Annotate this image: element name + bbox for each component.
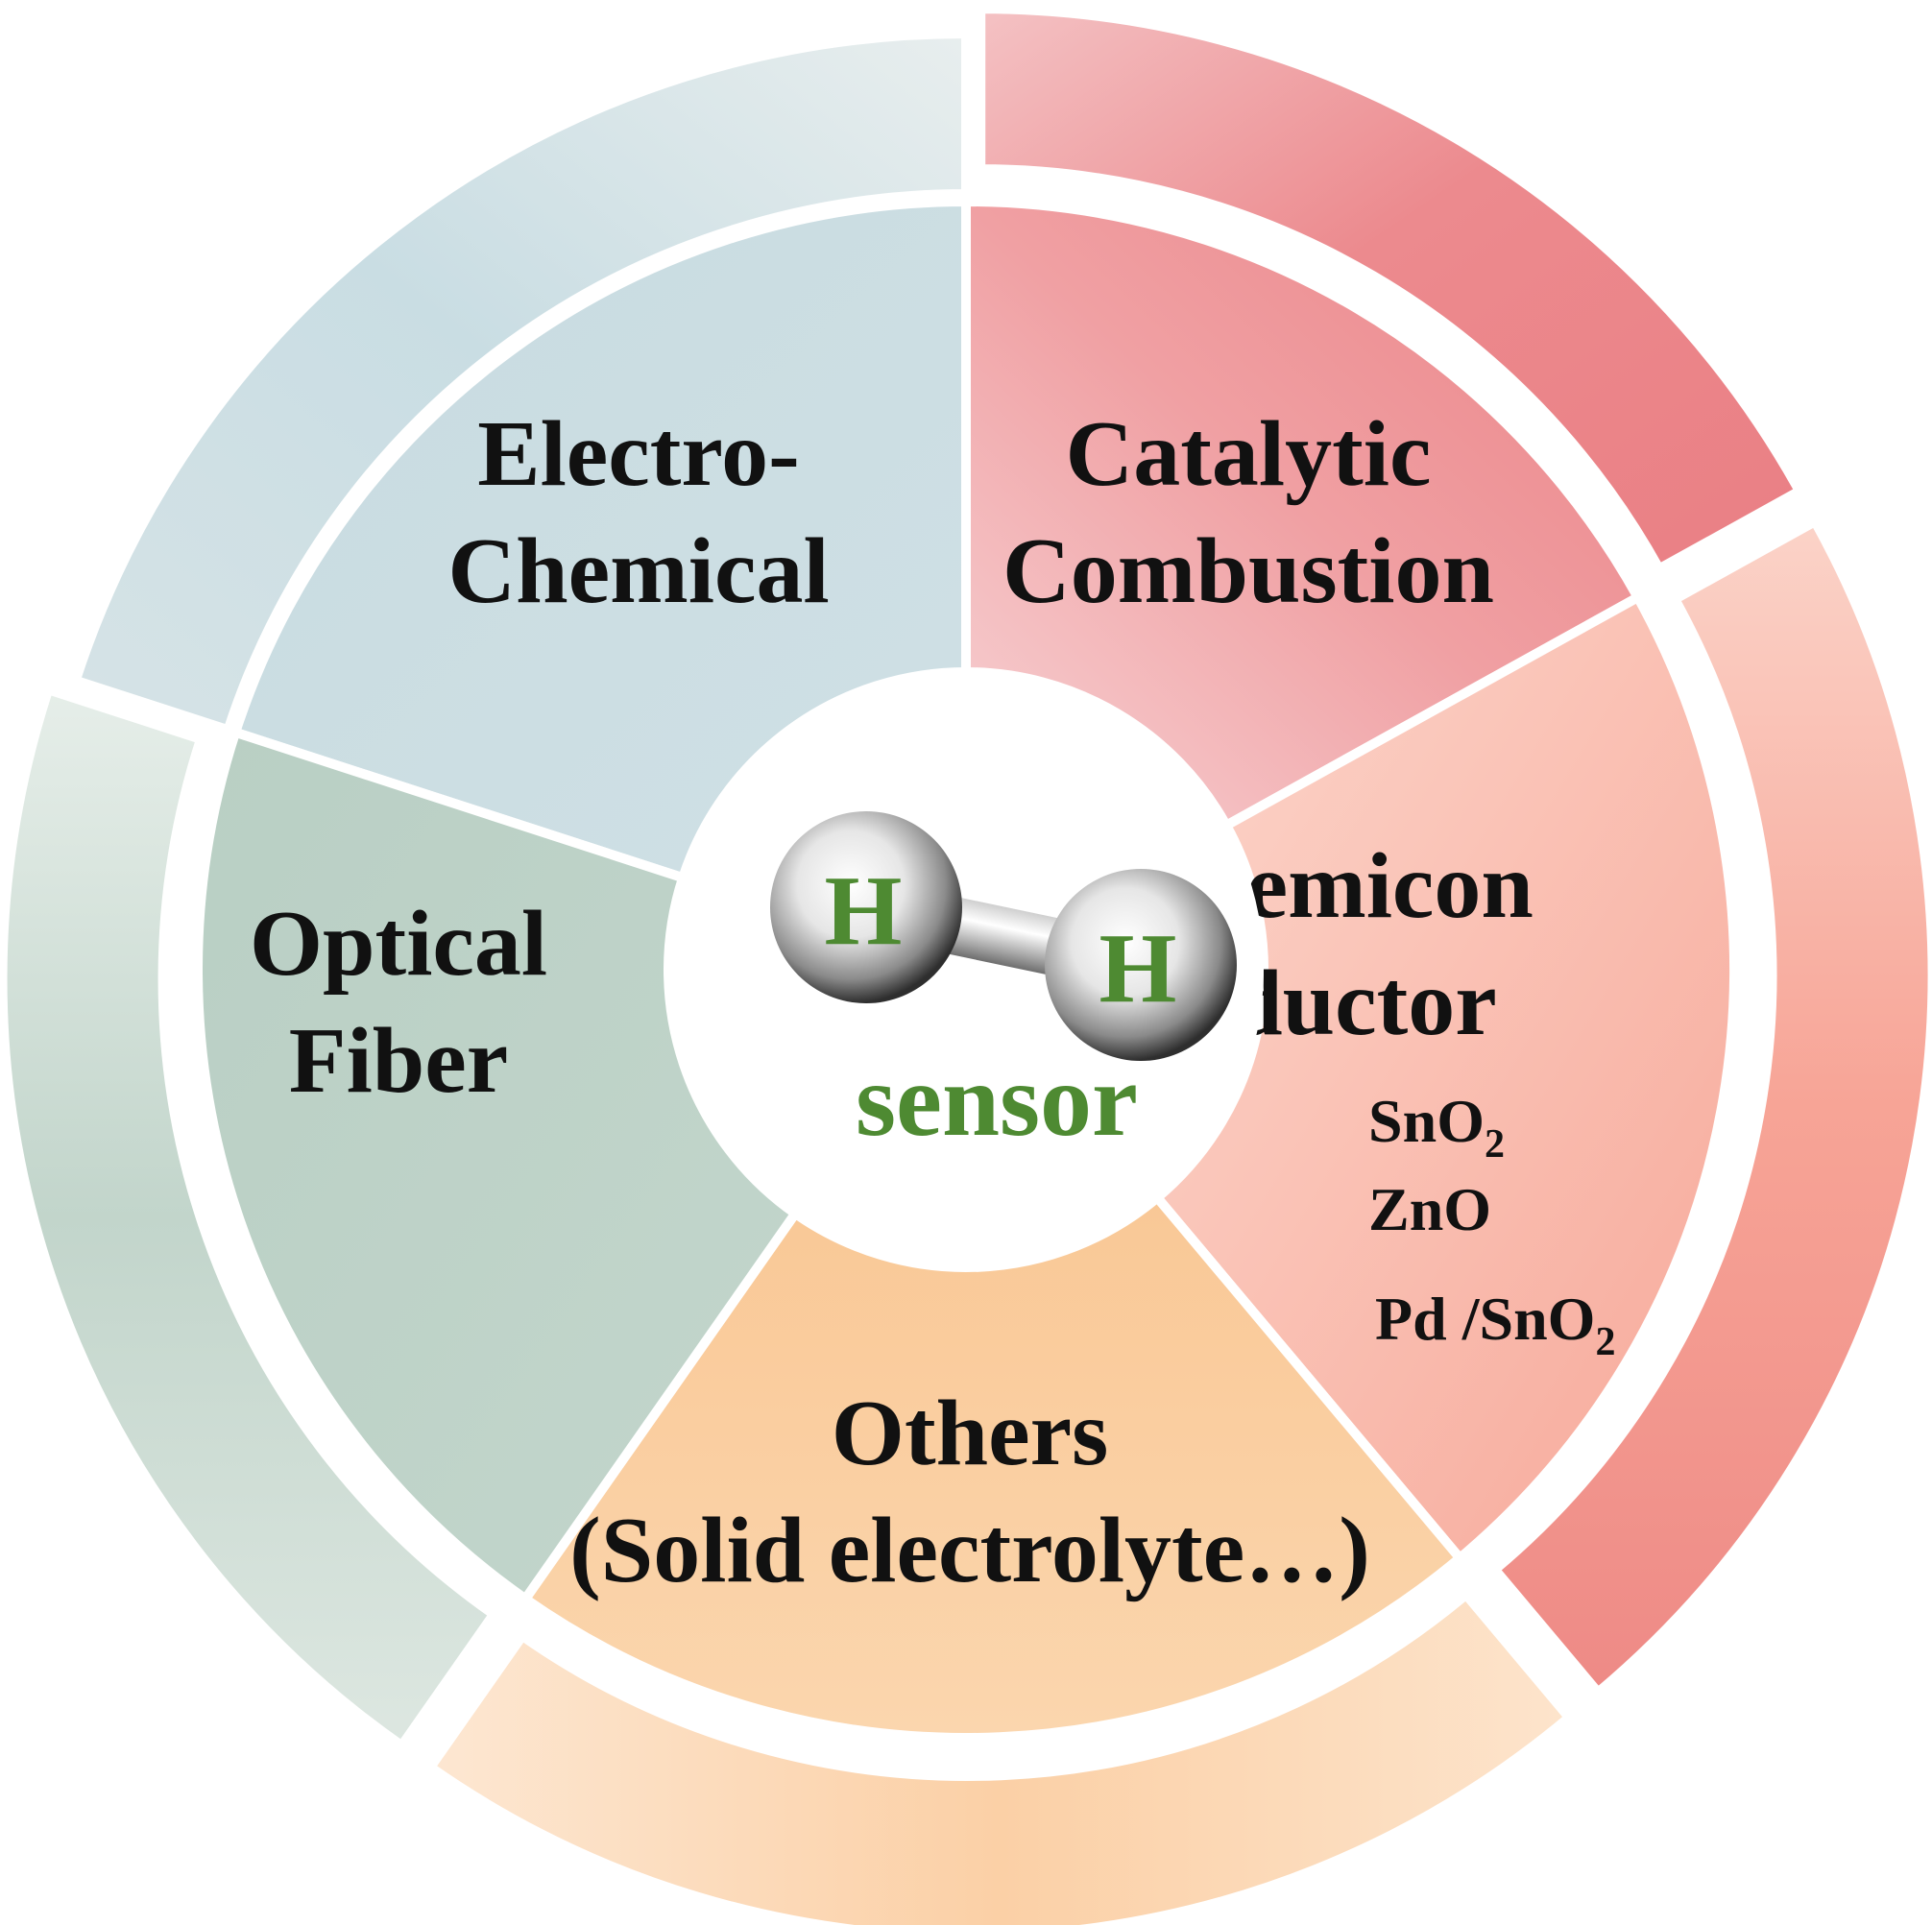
atom-right-symbol: H [1099, 913, 1177, 1023]
center-caption: sensor [856, 1044, 1138, 1158]
segment-catalytic-title-line: Combustion [1002, 519, 1494, 623]
segment-others-label: Others (Solid electrolyte…) [569, 1382, 1370, 1602]
hydrogen-molecule-icon: HH [770, 811, 1237, 1061]
center-circle [668, 672, 1264, 1267]
segment-catalytic-outer [976, 4, 1806, 576]
segment-electrochemical-outer [69, 28, 971, 736]
atom-right-icon [1045, 869, 1237, 1061]
material-item: ZnO [1368, 1175, 1491, 1243]
segment-others-title-line: Others [832, 1382, 1109, 1485]
segment-semiconductor-outer [1487, 515, 1932, 1699]
segment-electrochemical-title-line: Electro- [477, 402, 800, 506]
segment-others-outer [423, 1587, 1577, 1925]
material-item: Pd /SnO2 [1375, 1285, 1615, 1364]
segment-electrochemical-title-line: Chemical [447, 519, 829, 623]
segment-catalytic-title-line: Catalytic [1066, 402, 1432, 506]
atom-left-symbol: H [825, 855, 903, 966]
segment-electrochemical-label: Electro- Chemical [447, 402, 829, 623]
segment-optical-title-line: Fiber [289, 1009, 509, 1113]
diagram-rings [0, 4, 1932, 1925]
diagram-labels: Electro-ChemicalCatalyticCombustionSemic… [250, 402, 1616, 1602]
segment-optical-outer [0, 683, 501, 1753]
material-item: SnO2 [1368, 1087, 1505, 1167]
segment-others-title-line: (Solid electrolyte…) [569, 1499, 1370, 1602]
segment-optical-title-line: Optical [250, 892, 547, 996]
segment-semiconductor-title-line: ductor [1230, 951, 1497, 1055]
atom-left-icon [770, 811, 962, 1003]
